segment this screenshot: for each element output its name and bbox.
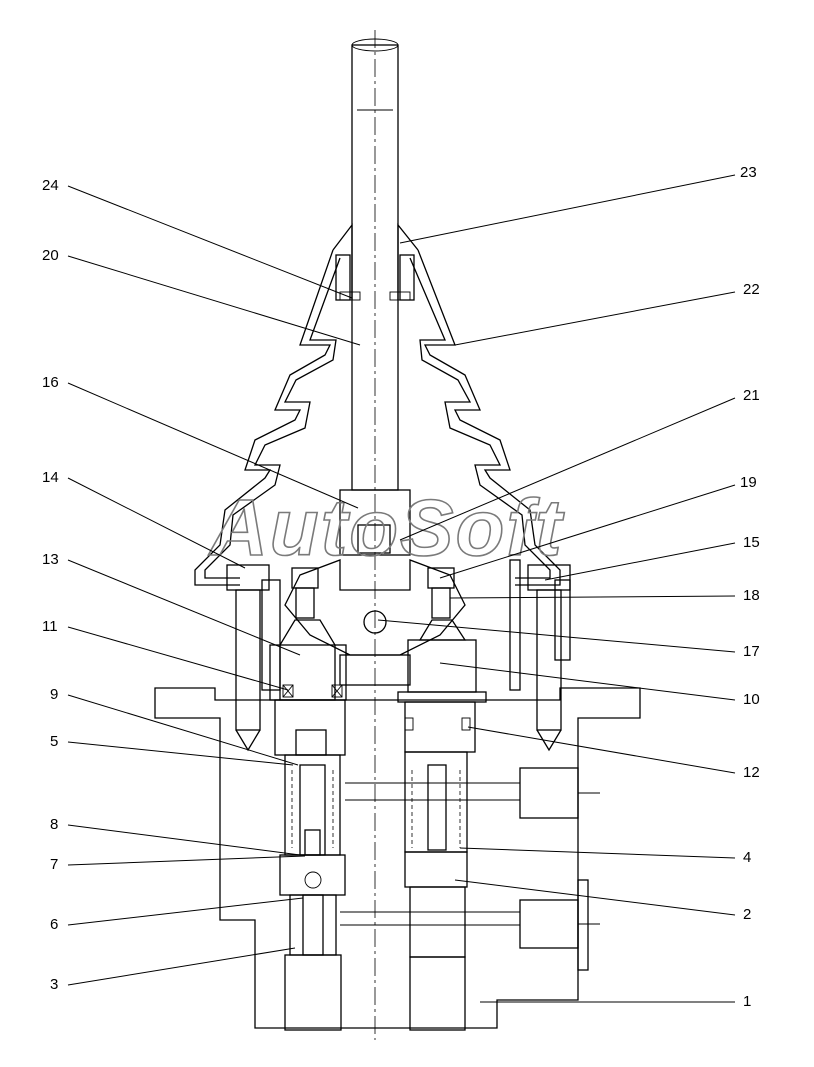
callout-10: 10 <box>743 691 760 708</box>
callout-2: 2 <box>743 906 751 923</box>
callout-7: 7 <box>50 856 58 873</box>
mounting-bolts <box>226 564 571 752</box>
callout-22: 22 <box>743 281 760 298</box>
watermark: AutoSoft <box>208 483 565 572</box>
callout-labels: 24 20 16 14 13 11 9 5 8 7 6 3 23 22 21 1… <box>42 164 760 1010</box>
rubber-boot <box>194 223 561 586</box>
callout-24: 24 <box>42 177 59 194</box>
callout-4: 4 <box>743 849 751 866</box>
callout-14: 14 <box>42 469 59 486</box>
callout-13: 13 <box>42 551 59 568</box>
callout-23: 23 <box>740 164 757 181</box>
callout-21: 21 <box>743 387 760 404</box>
callout-1: 1 <box>743 993 751 1010</box>
callout-20: 20 <box>42 247 59 264</box>
callout-11: 11 <box>42 618 58 635</box>
callout-15: 15 <box>743 534 760 551</box>
callout-12: 12 <box>743 764 760 781</box>
callout-5: 5 <box>50 733 58 750</box>
leader-lines <box>67 174 736 1003</box>
cam-assembly <box>284 489 466 686</box>
callout-9: 9 <box>50 686 58 703</box>
callout-8: 8 <box>50 816 58 833</box>
callout-18: 18 <box>743 587 760 604</box>
callout-3: 3 <box>50 976 58 993</box>
right-plunger <box>397 567 487 1031</box>
callout-6: 6 <box>50 916 58 933</box>
housing <box>154 559 641 1029</box>
callout-19: 19 <box>740 474 757 491</box>
callout-16: 16 <box>42 374 59 391</box>
callout-17: 17 <box>743 643 760 660</box>
left-plunger <box>269 567 347 1031</box>
